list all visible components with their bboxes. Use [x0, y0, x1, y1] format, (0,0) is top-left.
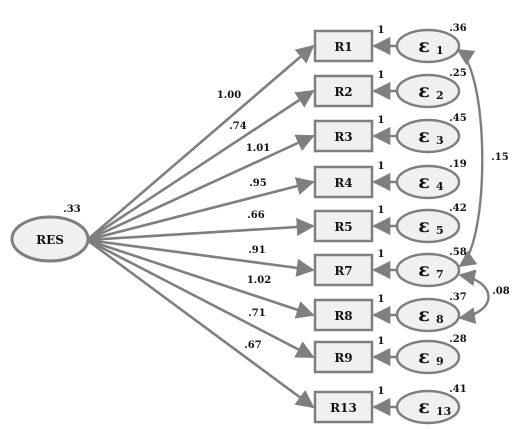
latent-label: RES — [36, 233, 64, 247]
error-symbol: ε — [418, 80, 430, 102]
covariance-e7-e8 — [458, 269, 490, 324]
error-variance-label: .45 — [449, 113, 466, 124]
error-variance-label: .58 — [449, 247, 466, 258]
error-ellipse — [395, 208, 461, 244]
error-index: 2 — [436, 89, 444, 102]
error-symbol: ε — [418, 171, 430, 193]
loading-path — [86, 238, 315, 409]
indicator-label: R13 — [330, 401, 357, 415]
error-path-label: 1 — [378, 386, 385, 397]
loading-path — [86, 217, 315, 242]
error-path-label: 1 — [378, 25, 385, 36]
error-variance-label: .41 — [449, 384, 466, 395]
loading-label: .91 — [248, 245, 265, 256]
error-path-label: 1 — [378, 205, 385, 216]
loading-label: .66 — [247, 210, 264, 221]
error-path-label: 1 — [378, 249, 385, 260]
loading-path — [86, 238, 315, 359]
error-path-label: 1 — [378, 294, 385, 305]
error-symbol: ε — [418, 215, 430, 237]
loading-label: 1.02 — [247, 275, 271, 286]
indicator-label: R4 — [334, 176, 352, 190]
error-index: 4 — [436, 180, 444, 193]
loading-path — [86, 238, 315, 277]
error-variance-label: .19 — [449, 159, 466, 170]
covariance-label: .08 — [492, 286, 509, 297]
loading-label: 1.00 — [217, 90, 241, 101]
error-symbol: ε — [418, 346, 430, 368]
loading-path — [86, 238, 315, 319]
indicator-box — [313, 340, 374, 374]
error-symbol: ε — [418, 35, 430, 57]
error-ellipse — [395, 164, 461, 200]
error-symbol: ε — [418, 259, 430, 281]
loading-path — [86, 134, 315, 242]
indicator-label: R2 — [334, 85, 352, 99]
error-symbol: ε — [418, 304, 430, 326]
loading-path — [86, 44, 315, 241]
error-variance-label: .42 — [449, 203, 466, 214]
error-ellipse — [395, 118, 461, 154]
error-index: 5 — [436, 224, 444, 237]
loading-label: .71 — [248, 308, 265, 319]
indicator-box — [313, 209, 374, 243]
loading-path — [86, 89, 315, 242]
error-variance-label: .28 — [449, 334, 466, 345]
indicator-label: R1 — [334, 40, 352, 54]
error-index: 13 — [436, 405, 451, 418]
error-index: 3 — [436, 134, 444, 147]
latent-res-ellipse — [10, 215, 90, 263]
loading-label: .74 — [229, 121, 246, 132]
indicator-box — [313, 253, 374, 287]
latent-variance-label: .33 — [63, 204, 80, 215]
indicator-box — [313, 298, 374, 332]
indicator-box — [313, 74, 374, 108]
indicator-label: R3 — [334, 130, 352, 144]
error-index: 7 — [436, 268, 444, 281]
error-symbol: ε — [418, 125, 430, 147]
error-variance-label: .25 — [449, 68, 466, 79]
indicator-label: R9 — [334, 351, 352, 365]
indicator-label: R5 — [334, 220, 352, 234]
error-variance-label: .37 — [449, 292, 466, 303]
error-path-label: 1 — [378, 161, 385, 172]
error-path-label: 1 — [378, 70, 385, 81]
error-ellipse — [395, 297, 461, 333]
loading-path — [86, 177, 315, 242]
loading-label: .67 — [244, 340, 261, 351]
indicator-label: R8 — [334, 309, 352, 323]
indicator-box — [313, 165, 374, 199]
error-ellipse — [395, 73, 461, 109]
error-path-label: 1 — [378, 336, 385, 347]
indicator-label: R7 — [334, 264, 352, 278]
error-ellipse — [395, 28, 461, 64]
error-ellipse — [395, 389, 461, 425]
error-ellipse — [395, 339, 461, 375]
indicator-box — [313, 390, 374, 424]
error-index: 8 — [436, 313, 444, 326]
covariance-label: .15 — [491, 152, 508, 163]
error-path-label: 1 — [378, 115, 385, 126]
error-symbol: ε — [418, 396, 430, 418]
error-variance-label: .36 — [449, 23, 466, 34]
error-ellipse — [395, 252, 461, 288]
covariance-e1-e7 — [456, 48, 484, 267]
error-index: 9 — [436, 355, 444, 368]
indicator-box — [313, 119, 374, 153]
indicator-box — [313, 29, 374, 63]
loading-label: 1.01 — [246, 143, 270, 154]
error-index: 1 — [436, 44, 444, 57]
loading-label: .95 — [249, 178, 266, 189]
